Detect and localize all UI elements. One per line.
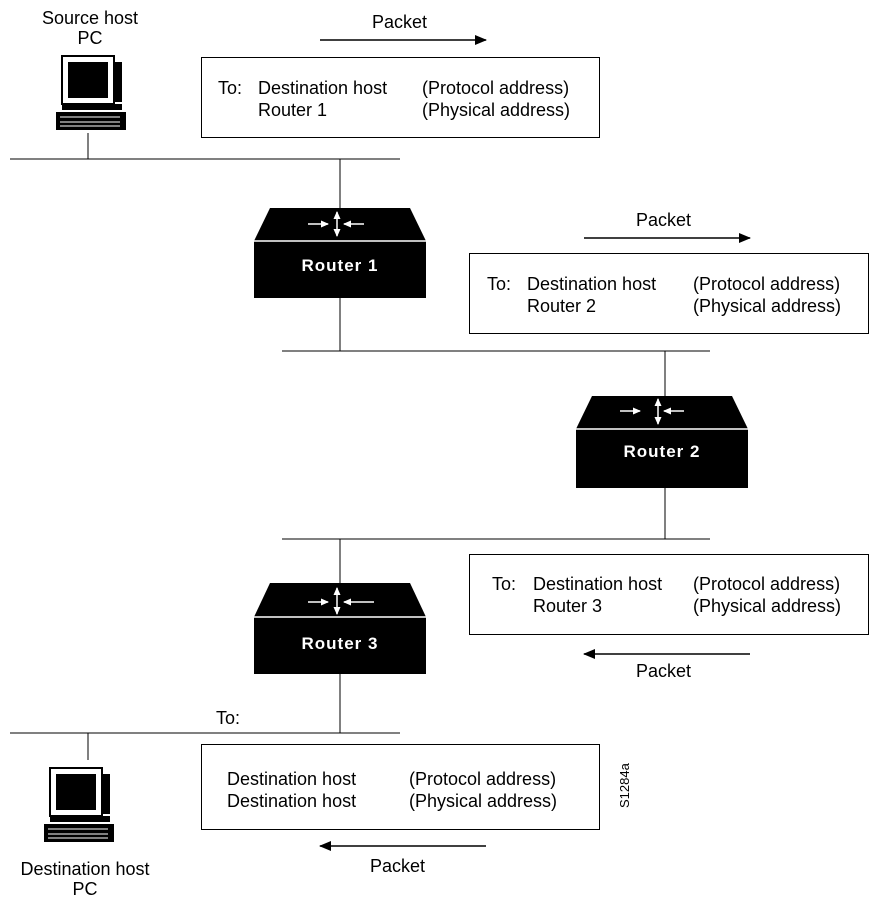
- router-2-arrows-icon: [620, 398, 684, 425]
- packet-3-to-label: To:: [492, 574, 517, 594]
- packet-4-row2-address-type: (Physical address): [409, 791, 558, 811]
- packet-2-row2-destination: Router 2: [527, 296, 597, 316]
- destination-host-label: Destination host PC: [0, 859, 170, 899]
- packet-4-caption: Packet: [370, 856, 426, 876]
- router-1-label: Router 1: [301, 256, 379, 275]
- packet-1-row2-address-type: (Physical address): [422, 100, 571, 120]
- packet-2-row1-address-type: (Protocol address): [693, 274, 841, 294]
- router-3-shape: [254, 583, 426, 674]
- packet-2-to-label: To:: [487, 274, 512, 294]
- network-segment-1: [10, 133, 400, 208]
- packet-2-row1-destination: Destination host: [527, 274, 657, 294]
- packet-1-row1-address-type: (Protocol address): [422, 78, 570, 98]
- packet-1-row2-destination: Router 1: [258, 100, 328, 120]
- figure-id: S1284a: [617, 763, 632, 808]
- packet-3-row1-address-type: (Protocol address): [693, 574, 841, 594]
- router-3-arrows-icon: [308, 587, 374, 615]
- packet-4-to-label: To:: [216, 708, 241, 728]
- router-1-arrows-icon: [308, 211, 364, 237]
- router-2-label: Router 2: [623, 442, 701, 461]
- source-host-label-line1: Source host: [41, 8, 139, 28]
- packet-2-row2-address-type: (Physical address): [693, 296, 842, 316]
- network-segment-3: [282, 488, 710, 583]
- packet-1-header-box: To: Destination host (Protocol address) …: [201, 57, 600, 138]
- network-segment-4: [10, 674, 400, 760]
- source-pc-icon: [56, 55, 126, 130]
- packet-1-caption: Packet: [372, 12, 428, 32]
- network-segment-2: [282, 298, 710, 396]
- packet-2-header-box: To: Destination host (Protocol address) …: [469, 253, 869, 334]
- packet-3-row2-address-type: (Physical address): [693, 596, 842, 616]
- source-host-label: Source host PC: [20, 8, 160, 48]
- packet-4-row1-address-type: (Protocol address): [409, 769, 557, 789]
- router-3-label: Router 3: [301, 634, 379, 653]
- destination-pc-icon: [44, 767, 114, 842]
- destination-host-label-line2: PC: [72, 879, 98, 899]
- router-2-shape: [576, 396, 748, 488]
- packet-1-row1-destination: Destination host: [258, 78, 388, 98]
- packet-3-row2-destination: Router 3: [533, 596, 603, 616]
- packet-1-to-label: To:: [218, 78, 243, 98]
- packet-4-row1-destination: Destination host: [227, 769, 357, 789]
- destination-host-label-line1: Destination host: [20, 859, 150, 879]
- packet-3-header-box: To: Destination host (Protocol address) …: [469, 554, 869, 635]
- packet-4-row2-destination: Destination host: [227, 791, 357, 811]
- router-1-shape: [254, 208, 426, 298]
- packet-3-row1-destination: Destination host: [533, 574, 663, 594]
- packet-2-caption: Packet: [636, 210, 692, 230]
- source-host-label-line2: PC: [77, 28, 103, 48]
- packet-4-header-box: Destination host (Protocol address) Dest…: [201, 744, 600, 830]
- packet-3-caption: Packet: [636, 661, 692, 681]
